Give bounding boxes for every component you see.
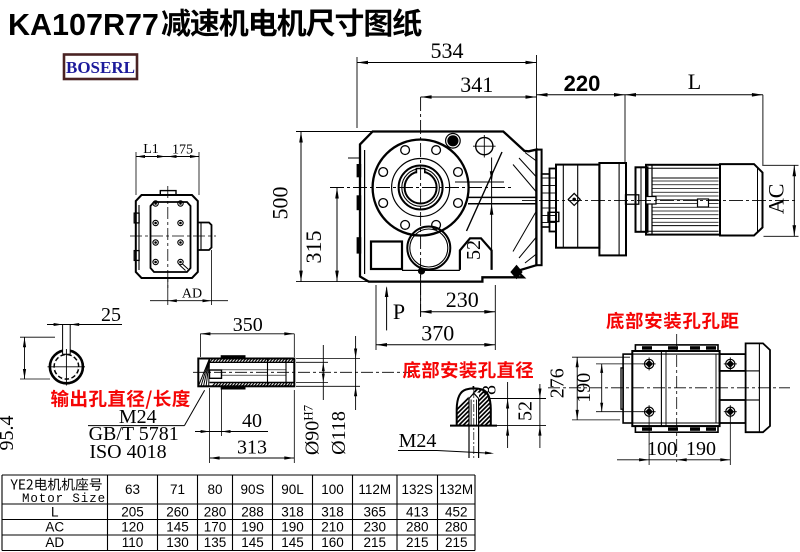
svg-text:313: 313 [237, 437, 267, 459]
svg-text:190: 190 [686, 438, 716, 460]
svg-text:534: 534 [431, 38, 464, 63]
svg-text:100: 100 [321, 482, 344, 497]
svg-text:276: 276 [546, 368, 568, 398]
svg-text:370: 370 [421, 320, 454, 345]
svg-text:413: 413 [406, 505, 429, 520]
svg-text:280: 280 [204, 505, 227, 520]
svg-text:160: 160 [321, 535, 344, 550]
svg-text:25: 25 [101, 304, 121, 326]
svg-text:341: 341 [460, 72, 493, 97]
svg-text:Ø90H7: Ø90H7 [301, 404, 324, 455]
svg-text:145: 145 [241, 535, 264, 550]
svg-text:315: 315 [301, 231, 326, 264]
svg-text:90S: 90S [240, 482, 264, 497]
svg-text:AC: AC [45, 520, 64, 535]
svg-text:L: L [688, 69, 701, 94]
svg-text:318: 318 [281, 505, 304, 520]
svg-text:280: 280 [445, 520, 468, 535]
svg-text:170: 170 [204, 520, 227, 535]
svg-text:L1: L1 [143, 142, 159, 157]
svg-text:318: 318 [321, 505, 344, 520]
svg-text:135: 135 [204, 535, 227, 550]
svg-text:40: 40 [242, 410, 262, 432]
svg-text:210: 210 [321, 520, 344, 535]
svg-text:L: L [51, 505, 59, 520]
svg-text:190: 190 [281, 520, 304, 535]
svg-text:230: 230 [363, 520, 386, 535]
svg-text:90L: 90L [281, 482, 304, 497]
svg-text:230: 230 [446, 287, 479, 312]
svg-text:452: 452 [445, 505, 468, 520]
svg-text:190: 190 [241, 520, 264, 535]
svg-text:52: 52 [515, 401, 537, 421]
svg-text:BOSERL: BOSERL [66, 58, 135, 77]
svg-text:71: 71 [170, 482, 185, 497]
svg-text:110: 110 [122, 535, 144, 550]
svg-text:95.4: 95.4 [0, 416, 18, 451]
svg-text:100: 100 [647, 438, 677, 460]
svg-text:52: 52 [463, 240, 485, 260]
svg-text:500: 500 [268, 187, 293, 220]
svg-text:145: 145 [281, 535, 304, 550]
svg-text:8: 8 [479, 385, 501, 395]
svg-text:M24: M24 [399, 430, 437, 452]
svg-text:350: 350 [233, 314, 263, 336]
svg-text:132S: 132S [401, 482, 433, 497]
svg-text:AD: AD [182, 287, 202, 302]
svg-text:260: 260 [166, 505, 189, 520]
svg-text:80: 80 [207, 482, 222, 497]
svg-text:P: P [393, 299, 405, 324]
svg-text:Motor Size: Motor Size [22, 492, 106, 506]
svg-text:175: 175 [172, 143, 193, 158]
svg-text:GB/T 5781: GB/T 5781 [89, 423, 179, 445]
svg-text:120: 120 [121, 520, 144, 535]
svg-text:145: 145 [166, 520, 189, 535]
svg-text:280: 280 [406, 520, 429, 535]
svg-text:365: 365 [363, 505, 386, 520]
svg-text:112M: 112M [358, 482, 391, 497]
svg-text:205: 205 [121, 505, 144, 520]
svg-text:M24: M24 [119, 406, 157, 428]
svg-text:AD: AD [45, 535, 64, 550]
svg-text:220: 220 [564, 71, 601, 96]
svg-text:190: 190 [573, 373, 595, 403]
svg-text:KA107R77: KA107R77 [8, 8, 159, 42]
svg-text:Ø118: Ø118 [328, 411, 350, 455]
svg-text:130: 130 [166, 535, 189, 550]
svg-text:215: 215 [445, 535, 468, 550]
svg-text:ISO 4018: ISO 4018 [89, 441, 166, 463]
svg-text:288: 288 [241, 505, 264, 520]
svg-text:132M: 132M [439, 482, 473, 497]
svg-text:63: 63 [125, 482, 140, 497]
svg-text:215: 215 [363, 535, 386, 550]
svg-text:215: 215 [406, 535, 429, 550]
svg-text:AC: AC [764, 184, 789, 215]
